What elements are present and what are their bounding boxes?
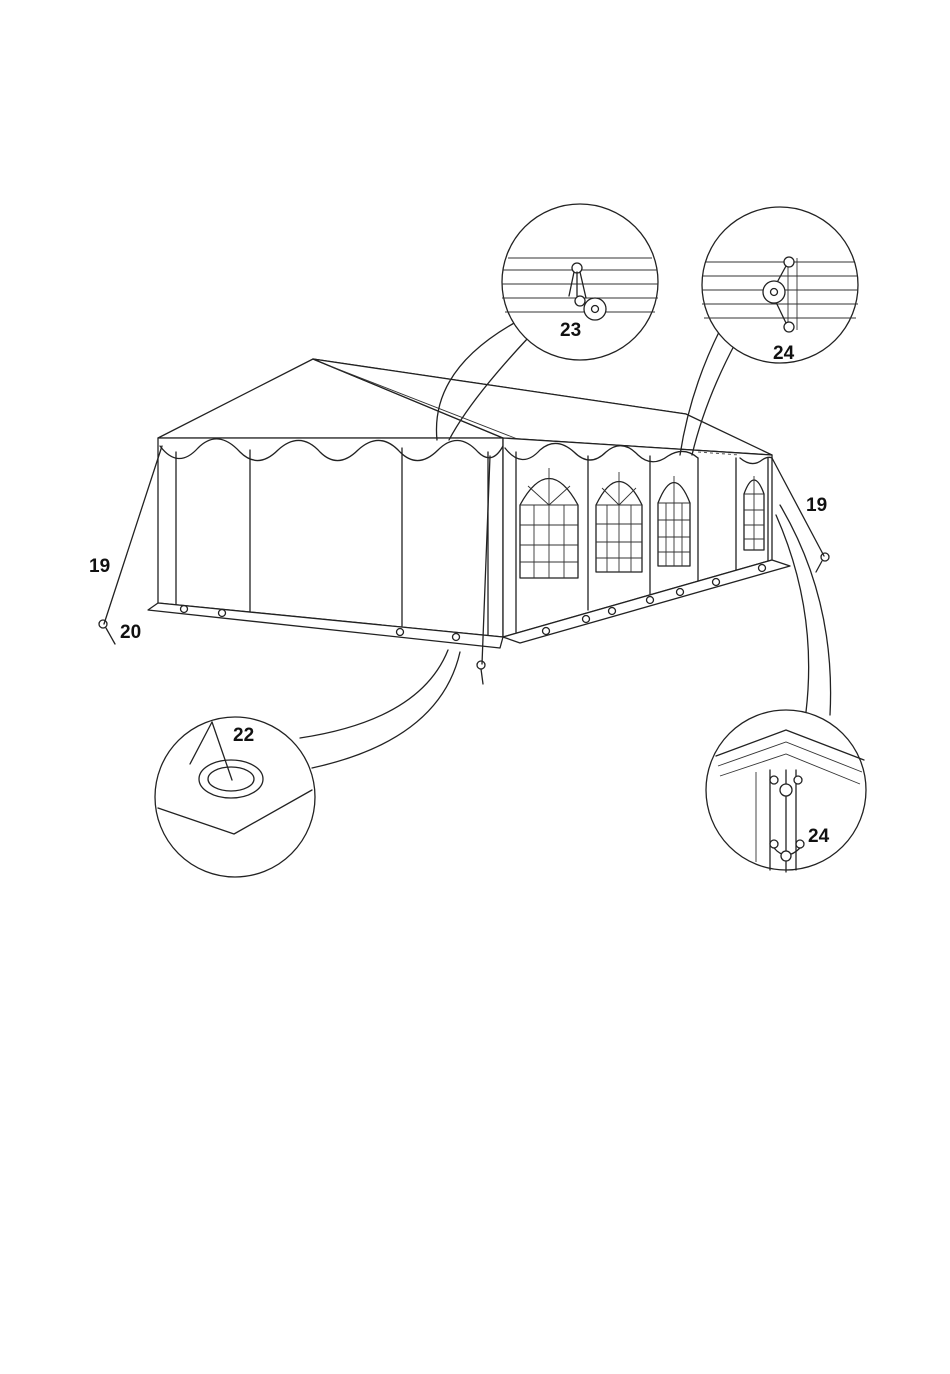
label-side-fastener: 24 bbox=[773, 343, 795, 364]
guy-rope-left bbox=[104, 446, 162, 624]
label-guy-rope-left: 19 bbox=[89, 556, 110, 577]
hook-icon bbox=[781, 851, 791, 861]
stake-icon bbox=[821, 553, 829, 561]
stake-icon bbox=[477, 661, 485, 669]
hook-icon bbox=[780, 784, 792, 796]
grommet-icon bbox=[784, 257, 794, 267]
tent-body bbox=[99, 359, 829, 684]
grommet-icon bbox=[770, 776, 778, 784]
grommet-icon bbox=[784, 322, 794, 332]
grommet-icon bbox=[796, 840, 804, 848]
label-corner-fastener: 24 bbox=[808, 826, 830, 847]
grommet-icon bbox=[770, 840, 778, 848]
grommet-icon bbox=[794, 776, 802, 784]
hook-icon bbox=[763, 281, 785, 303]
callout-side-fastener bbox=[680, 207, 858, 455]
label-ground-ring: 22 bbox=[233, 725, 254, 746]
hook-icon bbox=[584, 298, 606, 320]
label-guy-rope-right: 19 bbox=[806, 495, 827, 516]
stake-icon bbox=[99, 620, 107, 628]
label-roof-fastener: 23 bbox=[560, 320, 581, 341]
callout-ground-ring bbox=[155, 650, 460, 877]
label-stake-left: 20 bbox=[120, 622, 141, 643]
grommet-icon bbox=[575, 296, 585, 306]
front-wall bbox=[158, 438, 503, 637]
